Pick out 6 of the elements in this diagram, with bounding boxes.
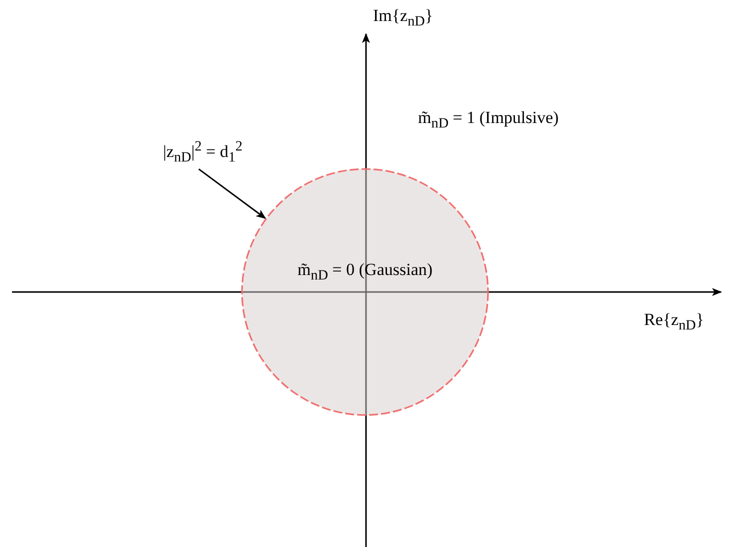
leader-arrow <box>198 168 266 219</box>
axis-label: Im{z$_{n}$$_{D}$} <box>373 6 434 30</box>
region-label: m̃$_{n}$$_{D}$ = 1 (Impulsive) <box>418 108 559 132</box>
region-label: m̃$_{n}$$_{D}$ = 0 (Gaussian) <box>298 260 433 284</box>
axis-label: Re{z$_{n}$$_{D}$} <box>644 310 704 334</box>
dashed-circle-region <box>241 168 489 416</box>
